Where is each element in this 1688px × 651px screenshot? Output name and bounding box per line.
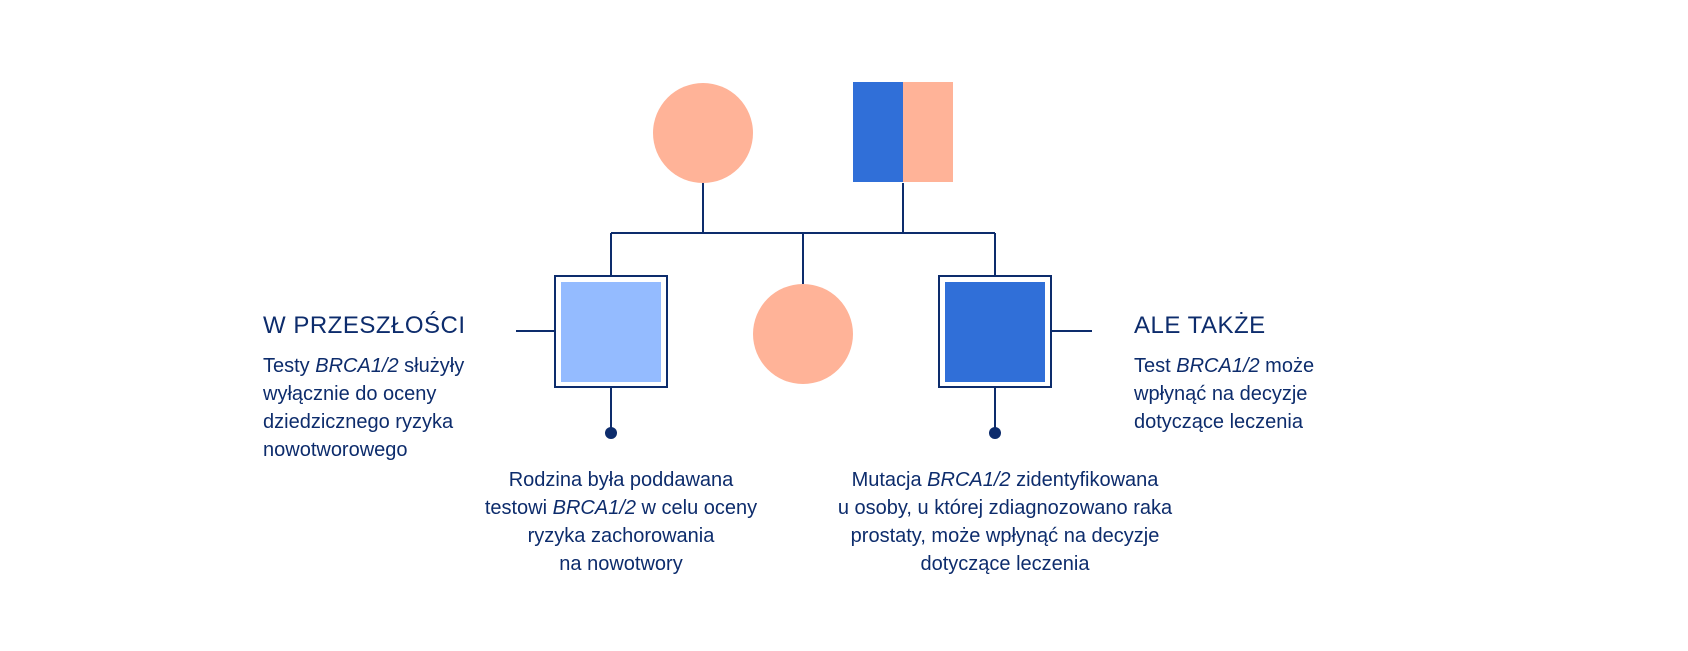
text-line: Mutacja BRCA1/2 zidentyfikowana [851,469,1159,491]
mother-circle [653,83,753,183]
text-line: dotyczące leczenia [920,553,1090,575]
child-middle-circle [753,284,853,384]
right-caption-pointer-dot [989,427,1001,439]
text-line: Testy BRCA1/2 służyły [263,355,465,377]
text-line: ryzyka zachorowania [527,525,715,547]
text-line: nowotworowego [263,439,408,461]
right-panel: ALE TAKŻE Test BRCA1/2 może wpłynąć na d… [1134,312,1314,436]
left-panel-heading: W PRZESZŁOŚCI [263,312,466,339]
connector-lines [516,183,1092,432]
left-caption: Rodzina była poddawana testowi BRCA1/2 w… [451,466,791,578]
text-line: Rodzina była poddawana [508,469,734,491]
text-line: dziedzicznego ryzyka [263,411,454,433]
text-line: testowi BRCA1/2 w celu oceny [484,497,758,519]
child-right-square [945,282,1045,382]
text-line: na nowotwory [559,553,683,575]
left-panel-text: Testy BRCA1/2 służyły wyłącznie do oceny… [263,352,466,464]
child-left-square [561,282,661,382]
right-panel-heading: ALE TAKŻE [1134,312,1266,339]
text-line: prostaty, może wpłynąć na decyzje [850,525,1160,547]
father-square-left-half [853,82,903,182]
father-square-right-half [903,82,953,182]
text-line: wyłącznie do oceny [263,383,437,405]
right-panel-text: Test BRCA1/2 może wpłynąć na decyzje dot… [1134,352,1314,436]
left-caption-pointer-dot [605,427,617,439]
text-line: dotyczące leczenia [1134,411,1303,433]
right-caption: Mutacja BRCA1/2 zidentyfikowana u osoby,… [795,466,1215,578]
text-line: Test BRCA1/2 może [1134,355,1315,377]
left-panel: W PRZESZŁOŚCI Testy BRCA1/2 służyły wyłą… [263,312,466,464]
text-line: wpłynąć na decyzje [1134,383,1308,405]
text-line: u osoby, u której zdiagnozowano raka [837,497,1173,519]
